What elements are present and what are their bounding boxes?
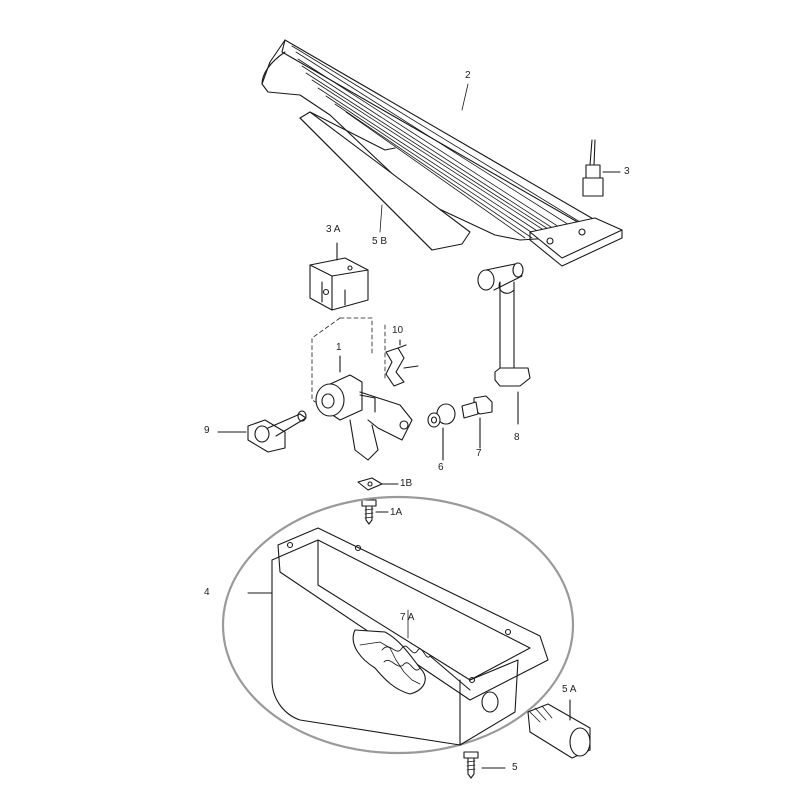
callout-3: 3: [624, 166, 630, 177]
callout-5: 5: [512, 762, 518, 773]
callout-8: 8: [514, 432, 520, 443]
link-rod-part: [477, 262, 531, 425]
bushing-part: [427, 403, 456, 461]
grommet-part: [527, 699, 591, 759]
callout-5a: 5 A: [562, 684, 577, 695]
screw-5-part: [463, 751, 506, 779]
trim-strip-part: [299, 111, 471, 251]
bushing-block-part: [309, 242, 369, 311]
leader-lines: [379, 83, 469, 639]
highlight-ellipse: [221, 495, 575, 755]
callout-7a: 7 A: [400, 612, 415, 623]
callout-1b: 1B: [400, 478, 413, 489]
bolt-part: [461, 395, 493, 449]
callout-7: 7: [476, 448, 482, 459]
callout-9: 9: [204, 425, 210, 436]
accelerator-pedal-part: [261, 39, 623, 267]
screw-1a-part: [361, 499, 389, 525]
callout-1: 1: [336, 342, 342, 353]
bearing-bracket-part: [315, 355, 413, 461]
spring-clip-part: [385, 339, 419, 387]
pin-part: [217, 410, 307, 453]
callout-3a: 3 A: [326, 224, 341, 235]
callout-10: 10: [392, 325, 404, 336]
callout-6: 6: [438, 462, 444, 473]
callout-1a: 1A: [390, 507, 403, 518]
callout-2: 2: [465, 70, 471, 81]
rivet-part: [582, 139, 621, 197]
callout-4: 4: [204, 587, 210, 598]
callout-5b: 5 B: [372, 236, 388, 247]
nut-plate-part: [357, 477, 399, 491]
housing-box-part: [247, 527, 549, 746]
